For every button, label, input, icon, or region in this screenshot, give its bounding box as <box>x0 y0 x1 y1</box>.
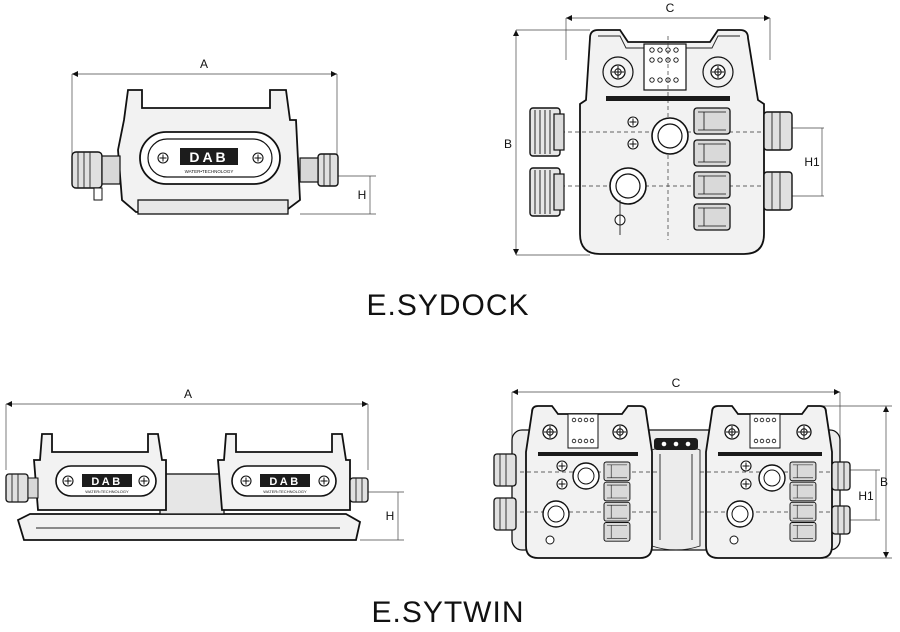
esytwin-side-view: A H DAB WATER•TECHNOLOGY DAB WATER•TECHN… <box>5 387 404 541</box>
esytwin-logo-tagline-left: WATER•TECHNOLOGY <box>85 489 129 494</box>
esydock-logo: DAB <box>189 149 228 165</box>
esydock-side-view: A H DAB WATER•TECHNOLOGY <box>71 57 376 215</box>
esytwin-logo-left: DAB <box>91 476 122 488</box>
esytwin-title: E.SYTWIN <box>371 596 524 629</box>
esytwin-dimension-c-label: C <box>672 376 681 390</box>
esytwin-top-view: C B H1 <box>493 376 892 559</box>
esydock-dimension-h1-label: H1 <box>804 155 820 169</box>
esydock-title: E.SYDOCK <box>366 289 529 322</box>
esytwin-dimension-h-label: H <box>386 509 395 523</box>
esytwin-dimension-h1-label: H1 <box>858 489 874 503</box>
esydock-dimension-h-label: H <box>358 188 367 202</box>
esytwin-dimension-b-label: B <box>880 475 888 489</box>
esytwin-logo-right: DAB <box>269 476 300 488</box>
esydock-dimension-a-label: A <box>200 57 208 71</box>
esytwin-logo-tagline-right: WATER•TECHNOLOGY <box>263 489 307 494</box>
esydock-dimension-c-label: C <box>666 1 675 15</box>
esydock-dimension-b-label: B <box>504 137 512 151</box>
esydock-logo-tagline: WATER•TECHNOLOGY <box>185 169 234 174</box>
esytwin-dimension-a-label: A <box>184 387 192 401</box>
esydock-top-view: C B H1 <box>504 1 824 256</box>
